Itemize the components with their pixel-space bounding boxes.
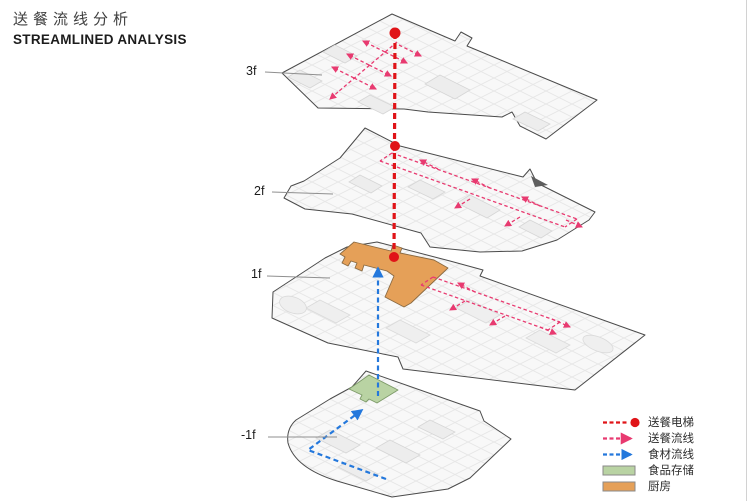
legend-item-ingredient-flow: 食材流线 [601, 446, 694, 462]
floor-label-3f: 3f [246, 64, 257, 78]
elevator-stop-3f [389, 27, 401, 39]
legend-label: 食材流线 [648, 449, 694, 461]
floor-leader-lines [264, 71, 337, 438]
ingredient-flow [306, 266, 387, 481]
elevator-line [389, 27, 401, 262]
legend-label: 厨房 [648, 481, 671, 493]
elevator-stop-1f [389, 252, 399, 262]
legend-item-elevator: 送餐电梯 [601, 414, 694, 430]
kitchen-swatch [602, 481, 636, 491]
legend-item-kitchen: 厨房 [601, 478, 694, 494]
page-subtitle: STREAMLINED ANALYSIS [13, 32, 187, 47]
floor-plate-2f [283, 127, 596, 253]
floor-plate-1f [271, 241, 646, 391]
storage-swatch [602, 465, 636, 475]
room-blocks-2f [348, 174, 553, 239]
elevator-line-symbol [603, 417, 640, 427]
escalator-glyph [531, 176, 548, 187]
meal-flow-1f [420, 276, 571, 335]
ingredient-flow-symbol [603, 448, 633, 460]
legend: 送餐电梯 送餐流线 食材流线 食品存储 厨房 [601, 414, 694, 494]
legend-label: 送餐电梯 [648, 417, 694, 429]
meal-flow-symbol [603, 431, 633, 445]
floor-label-1f: 1f [251, 267, 262, 281]
room-blocks-1f [279, 295, 614, 354]
floor-plate-b1f [287, 370, 512, 498]
ingredient-flow-b1f [306, 408, 387, 481]
legend-item-meal-flow: 送餐流线 [601, 430, 694, 446]
floor-plate-3f [281, 13, 598, 140]
page-title: 送餐流线分析 [13, 11, 134, 28]
title-block: 送餐流线分析 STREAMLINED ANALYSIS [13, 8, 187, 47]
floor-label-b1f: -1f [241, 428, 256, 442]
kitchen-zone [339, 241, 449, 308]
legend-label: 送餐流线 [648, 433, 694, 445]
storage-zone [348, 374, 399, 404]
legend-item-food-storage: 食品存储 [601, 462, 694, 478]
elevator-stop-2f [390, 141, 400, 151]
legend-label: 食品存储 [648, 465, 694, 477]
room-blocks-3f [287, 44, 551, 132]
floor-label-2f: 2f [254, 184, 265, 198]
